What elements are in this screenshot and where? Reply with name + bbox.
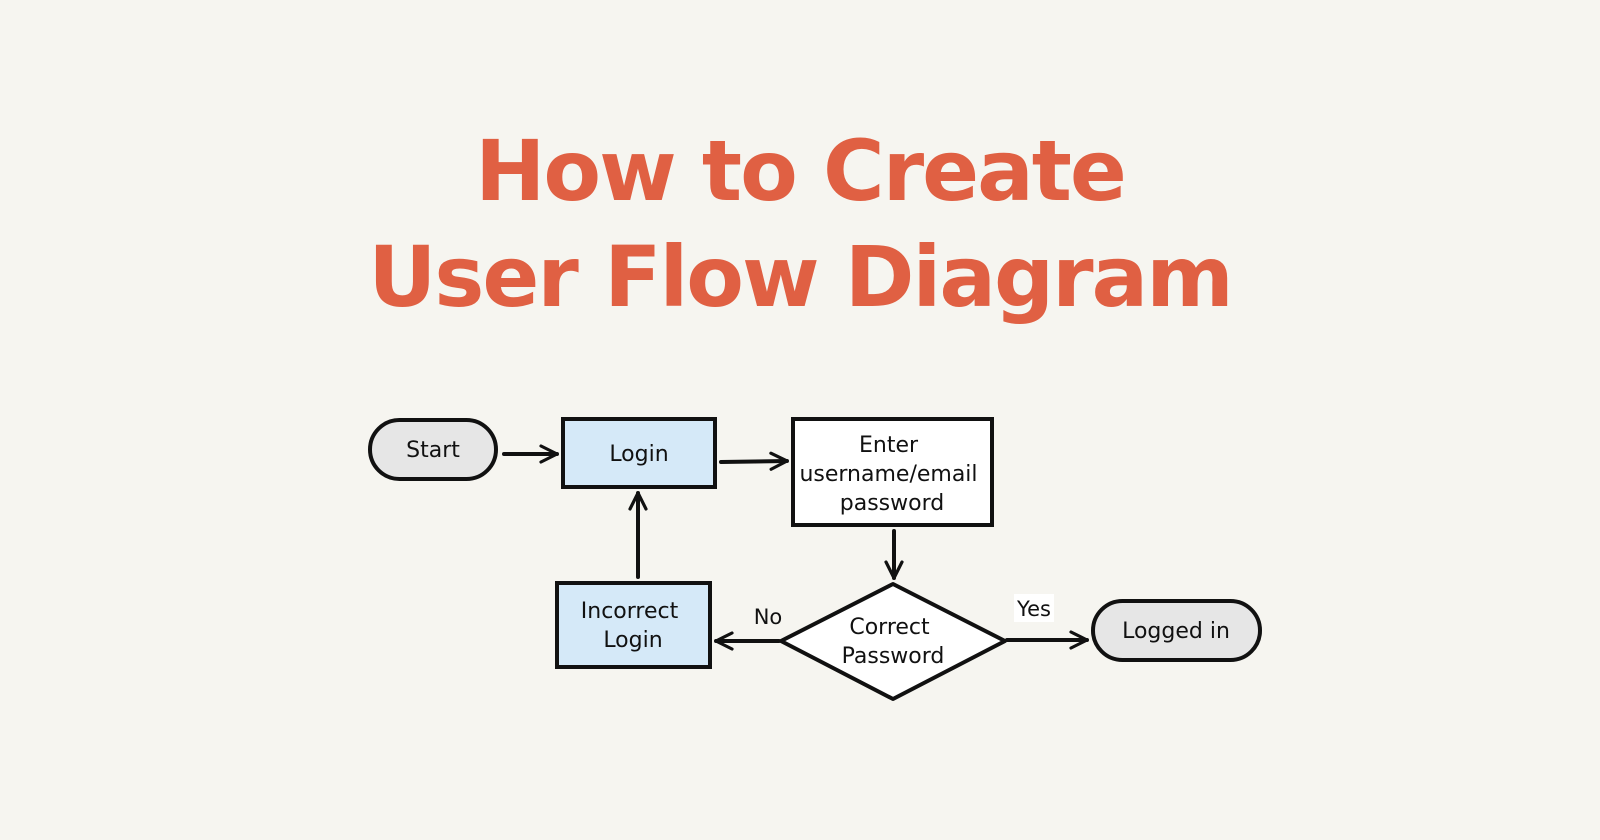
node-enter-credentials-label: Enter username/email password bbox=[799, 433, 984, 516]
node-login-label: Login bbox=[609, 442, 668, 467]
node-decision-label: Correct Password bbox=[842, 615, 945, 669]
node-incorrect-login-line-2: Login bbox=[603, 628, 662, 653]
node-start-label: Start bbox=[406, 438, 460, 463]
node-logged-in-shape bbox=[1091, 599, 1262, 662]
node-enter-credentials-line-3: password bbox=[840, 491, 944, 516]
page-title: How to Create User Flow Diagram bbox=[0, 118, 1600, 330]
node-incorrect-login-label: Incorrect Login bbox=[581, 599, 685, 653]
title-line-2: User Flow Diagram bbox=[368, 228, 1234, 326]
node-start-shape bbox=[368, 418, 498, 481]
node-start: Start bbox=[368, 418, 498, 481]
node-decision-line-2: Password bbox=[842, 644, 945, 669]
node-login-shape bbox=[561, 417, 717, 489]
node-login: Login bbox=[561, 417, 717, 489]
node-enter-credentials-line-2: username/email bbox=[799, 462, 977, 487]
node-decision-shape bbox=[779, 582, 1007, 701]
node-logged-in: Logged in bbox=[1091, 599, 1262, 662]
node-enter-credentials-shape bbox=[791, 417, 994, 527]
node-enter-credentials-line-1: Enter bbox=[859, 433, 919, 458]
title-line-1: How to Create bbox=[475, 122, 1127, 220]
node-incorrect-login-shape bbox=[555, 581, 712, 669]
node-logged-in-label: Logged in bbox=[1122, 619, 1230, 644]
edge-label-no: No bbox=[754, 605, 783, 629]
node-decision: Correct Password bbox=[779, 582, 1007, 701]
edge-login-to-enter bbox=[719, 451, 789, 471]
node-incorrect-login: Incorrect Login bbox=[555, 581, 712, 669]
edge-label-yes-background bbox=[1014, 594, 1054, 622]
edge-label-yes: Yes bbox=[1016, 597, 1051, 621]
node-incorrect-login-line-1: Incorrect bbox=[581, 599, 679, 624]
node-enter-credentials: Enter username/email password bbox=[791, 417, 994, 527]
node-decision-line-1: Correct bbox=[849, 615, 930, 640]
